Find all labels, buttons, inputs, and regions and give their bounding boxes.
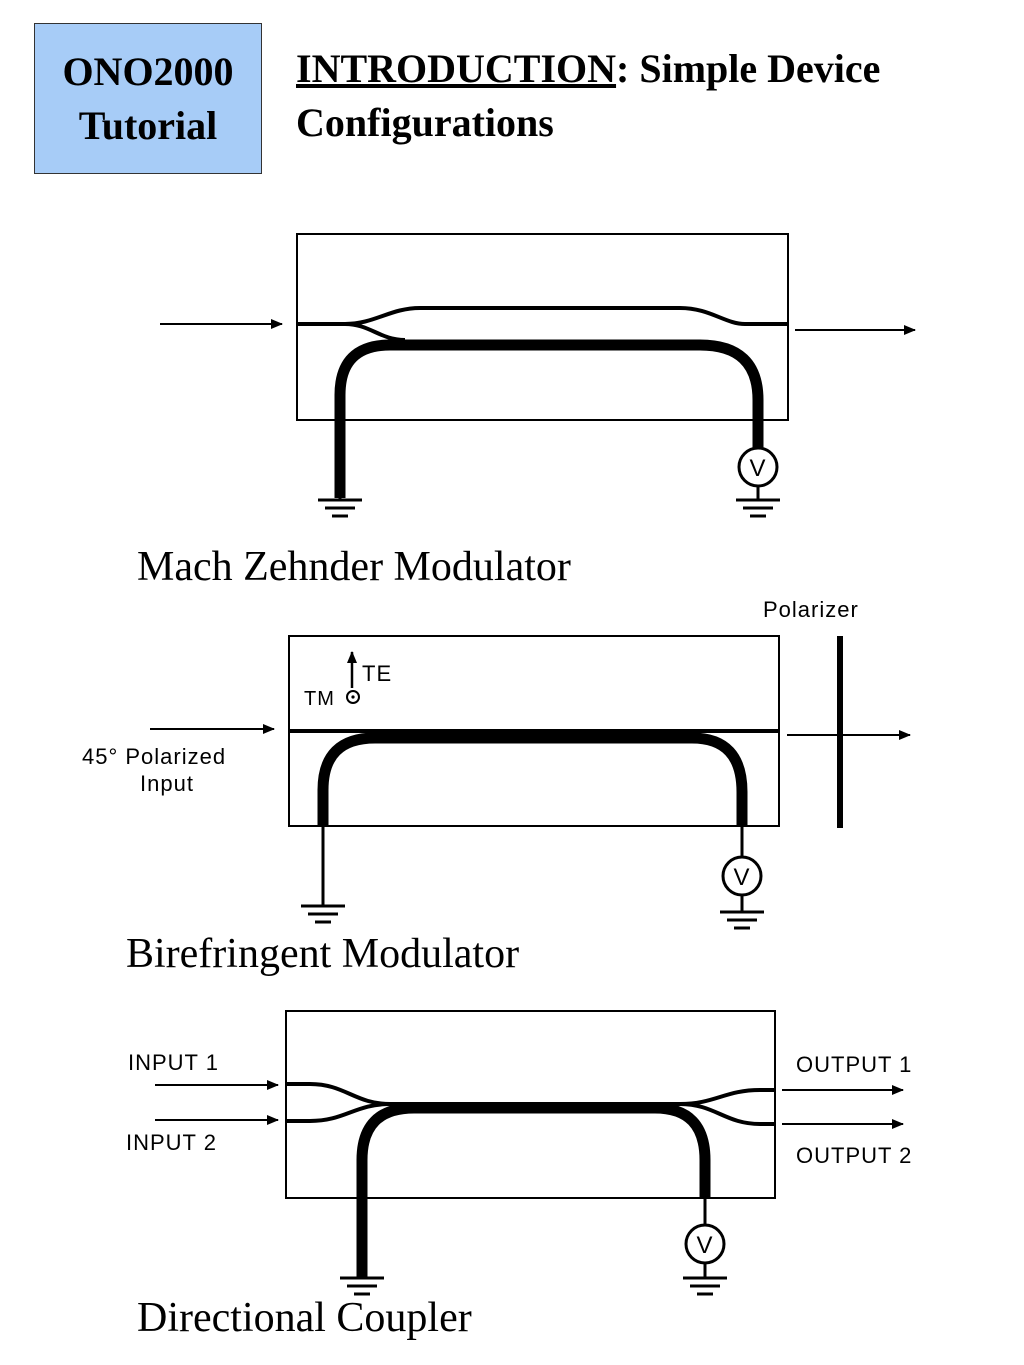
mz-waveguide-lower-arm: [344, 322, 406, 342]
title-underlined: INTRODUCTION: [296, 46, 617, 91]
dc-input2-label: INPUT 2: [126, 1130, 217, 1155]
mz-voltage-label: V: [749, 455, 766, 482]
tutorial-badge: ONO2000 Tutorial: [34, 23, 262, 174]
title-rest: : Simple Device Configurations: [296, 46, 881, 145]
bf-caption: Birefringent Modulator: [126, 931, 520, 977]
dc-input1-label: INPUT 1: [128, 1050, 219, 1075]
dc-output1-label: OUTPUT 1: [796, 1052, 912, 1077]
dc-caption: Directional Coupler: [137, 1295, 472, 1341]
bf-te-label: TE: [362, 661, 392, 686]
mz-waveguide-upper-arm: [344, 306, 746, 326]
bf-polarizer-label: Polarizer: [763, 597, 859, 622]
mz-caption: Mach Zehnder Modulator: [137, 544, 571, 590]
birefringent-diagram: Polarizer TE TM 45° Polarized Input V: [82, 597, 911, 930]
badge-line-1: ONO2000: [62, 48, 234, 94]
bf-voltage-label: V: [733, 864, 750, 891]
dc-voltage-label: V: [696, 1232, 713, 1259]
dc-waveguide-1: [286, 1082, 775, 1106]
mz-ground-icon: [318, 498, 362, 518]
bf-tm-label: TM: [304, 688, 335, 710]
mach-zehnder-diagram: V: [160, 233, 916, 518]
directional-coupler-diagram: INPUT 1 INPUT 2 OUTPUT 1 OUTPUT 2 V: [126, 1010, 912, 1296]
badge-line-2: Tutorial: [78, 102, 218, 148]
dc-waveguide-2: [286, 1102, 775, 1126]
bf-ground-icon: [301, 904, 345, 924]
bf-input-label-line2: Input: [140, 771, 194, 796]
mz-substrate: [296, 233, 789, 421]
dc-substrate: [285, 1010, 776, 1199]
dc-ground-icon: [340, 1276, 384, 1296]
dc-output2-label: OUTPUT 2: [796, 1143, 912, 1168]
page-title: INTRODUCTION: Simple Device Configuratio…: [296, 42, 996, 150]
bf-source-ground-icon: [720, 910, 764, 930]
bf-electrode: [317, 732, 748, 826]
tm-out-of-plane-icon: [346, 690, 360, 704]
dc-electrode: [356, 1102, 711, 1278]
mz-electrode: [334, 339, 764, 498]
bf-input-label-line1: 45° Polarized: [82, 744, 226, 769]
dc-source-ground-icon: [683, 1276, 727, 1296]
mz-source-ground-icon: [736, 498, 780, 518]
